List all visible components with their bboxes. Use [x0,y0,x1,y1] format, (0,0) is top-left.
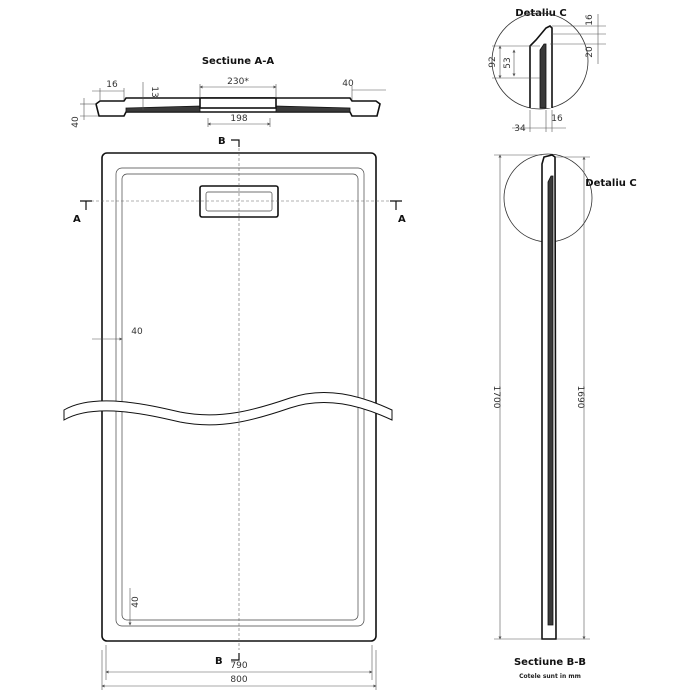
detail-c-dimensions: 16 20 92 53 34 16 [488,14,606,134]
dim-198-label: 198 [230,114,247,124]
section-aa-surface-left [125,105,201,113]
detail-c: Detaliu C 16 20 92 53 34 16 [488,8,606,134]
detail-c-title: Detaliu C [515,8,566,19]
dim-53-label: 53 [503,57,513,68]
units-note: Cotele sunt in mm [519,673,581,680]
detail-c-surface [539,43,547,109]
dim-230-label: 230* [227,77,249,87]
section-bb: Detaliu C 1700 1690 Sectiune B-B Cotele … [491,153,637,680]
dim-13-label: 13 [149,86,159,97]
section-aa-drain-box [199,97,277,109]
section-bb-dimensions: 1700 1690 [491,154,590,640]
section-b-marker-top: B [218,136,226,147]
dim-92-label: 92 [488,56,498,67]
plan-view: B B A A 40 40 790 800 [63,136,406,690]
dim-16-top-label: 16 [585,14,595,26]
section-aa: Sectiune A-A 16 13 230* 40 40 [71,56,386,128]
break-wave-line [63,392,393,426]
dim-16-bottom-label: 16 [551,114,563,124]
dim-40-bottom-label: 40 [131,596,141,608]
detail-c-circle [491,12,589,110]
section-a-arrow-left [80,200,92,210]
section-b-arrow-bottom [231,653,240,661]
section-aa-title: Sectiune A-A [202,56,275,67]
section-bb-title: Sectiune B-B [514,657,586,668]
dim-790-label: 790 [230,661,247,671]
dim-34-label: 34 [514,124,526,134]
dim-800-label: 800 [230,675,247,685]
section-bb-surface [547,175,554,626]
section-aa-dimensions: 16 13 230* 40 40 198 [71,77,386,128]
dim-40-side-label: 40 [131,327,143,337]
dim-1690-label: 1690 [575,386,585,409]
section-b-marker-bottom: B [215,656,223,667]
tray-rim-line [115,167,365,627]
dim-16-label: 16 [106,80,118,90]
dim-20-label: 20 [585,46,595,58]
dim-1700-label: 1700 [491,386,501,409]
dim-40-right-label: 40 [342,79,354,89]
section-bb-detail-label: Detaliu C [585,178,636,189]
section-a-arrow-right [390,200,402,210]
section-a-marker-left: A [73,214,81,225]
dim-40-height-label: 40 [71,116,81,128]
section-b-arrow-top [231,139,240,147]
section-aa-surface-right [275,105,351,113]
plan-dimensions: 40 40 790 800 [92,327,377,690]
section-a-marker-right: A [398,214,406,225]
